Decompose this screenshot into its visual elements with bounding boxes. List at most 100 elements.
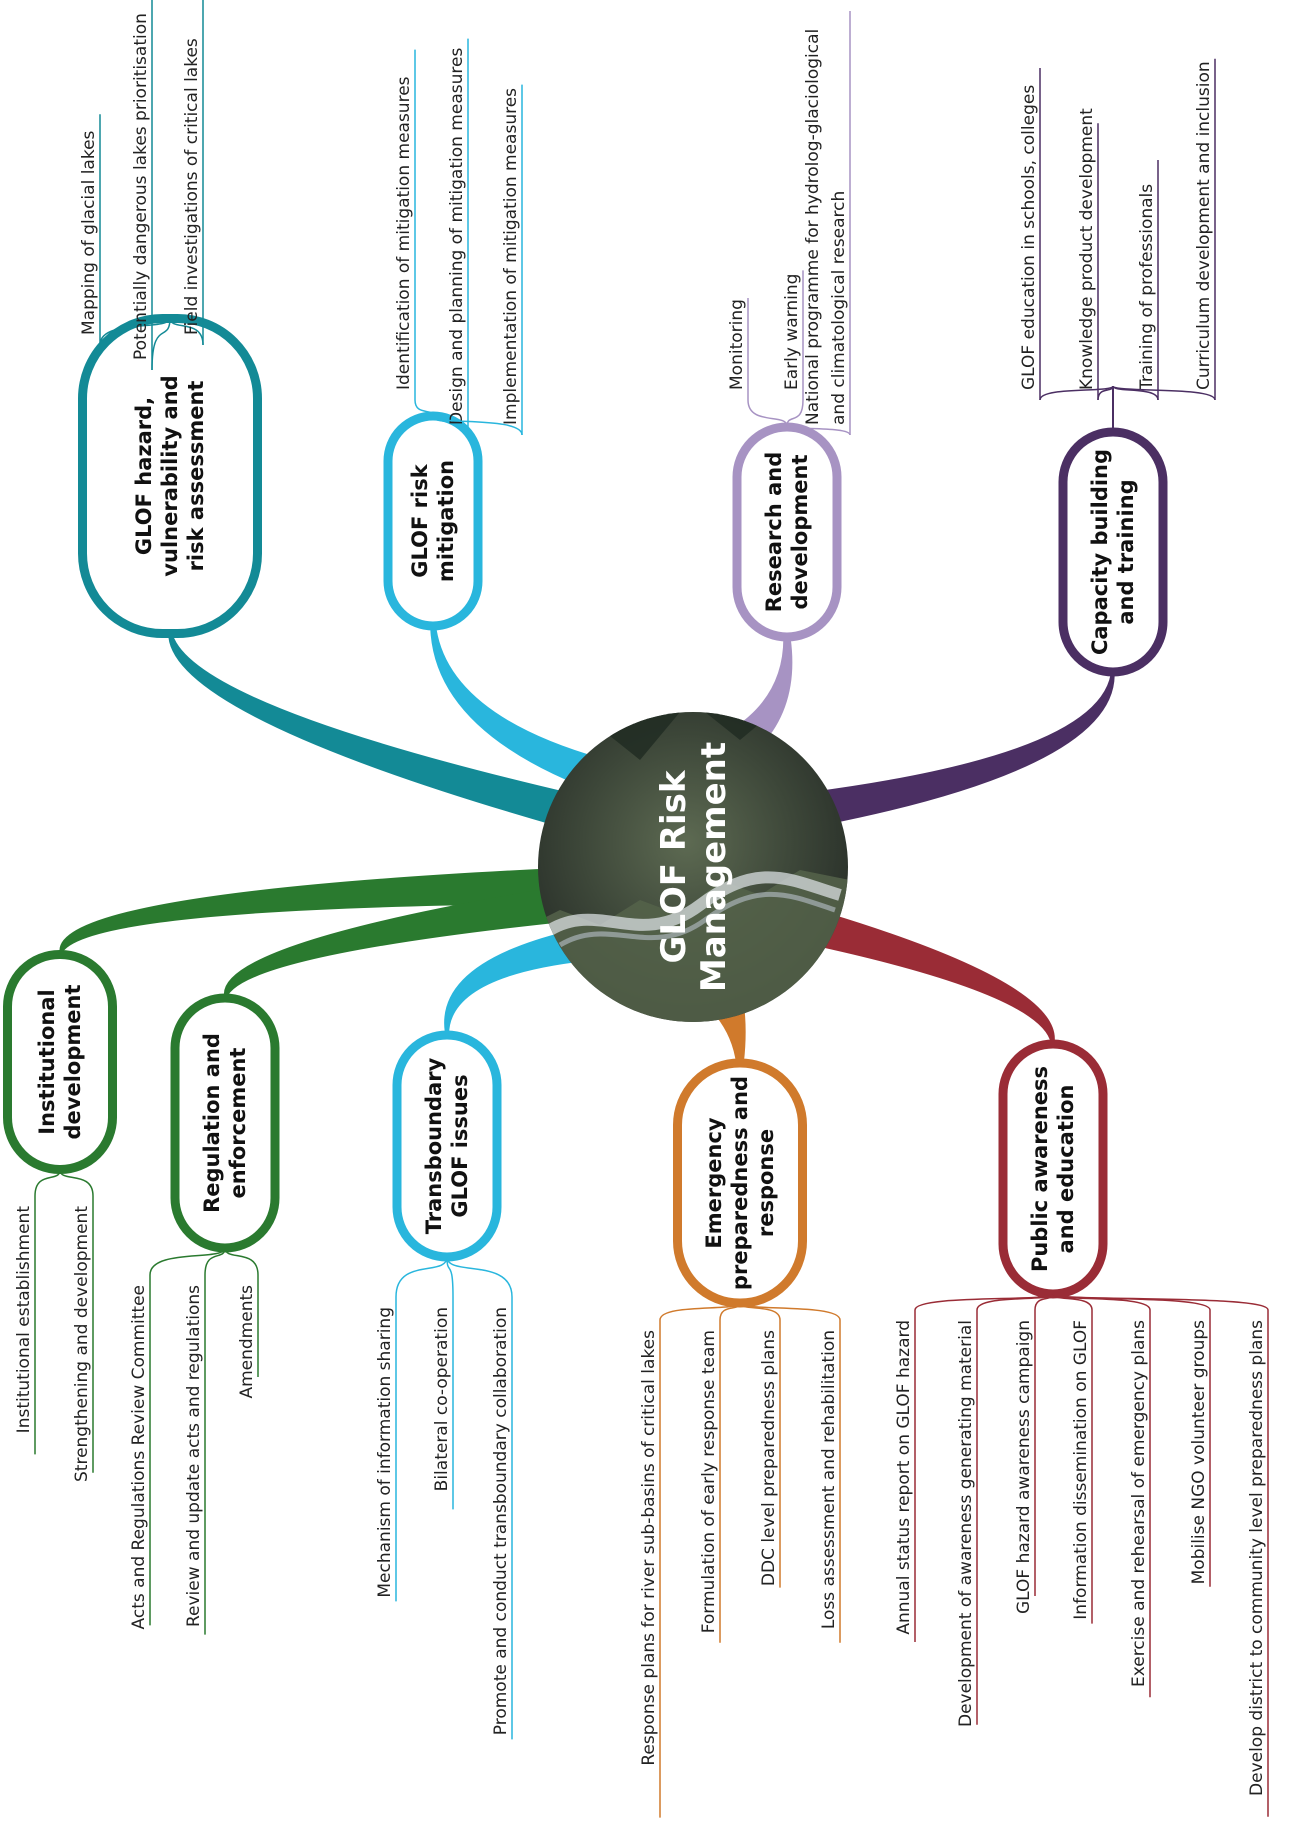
leaf-transboundary-0[interactable]: Mechanism of information sharing — [375, 1256, 448, 1602]
leaf-public-2-label: GLOF hazard awareness campaign — [1014, 1320, 1034, 1614]
branch-node-regulation[interactable]: Regulation andenforcement — [170, 993, 280, 1253]
leaf-emergency-1[interactable]: Formulation of early response team — [699, 1302, 741, 1643]
leaf-transboundary-1-connector — [446, 1256, 454, 1298]
branch-node-capacity-label: Capacity buildingand training — [1088, 449, 1138, 655]
leaf-emergency-0[interactable]: Response plans for river sub-basins of c… — [639, 1302, 741, 1818]
leaf-hazard-2-label-line: Field investigations of critical lakes — [182, 38, 202, 335]
branch-node-transboundary-label: TransboundaryGLOF issues — [422, 1057, 472, 1234]
leaf-emergency-0-connector — [659, 1302, 741, 1321]
leaf-public-5-label: Mobilise NGO volunteer groups — [1189, 1320, 1209, 1585]
branch-node-institutional[interactable]: Institutionaldevelopment — [3, 950, 117, 1174]
leaf-mitigation-1-label-line: Design and planning of mitigation measur… — [447, 48, 467, 425]
branch-node-hazard-label-line: risk assessment — [184, 381, 208, 572]
leaf-hazard-0-connector — [99, 317, 171, 346]
central-topic-title: GLOF RiskManagement — [654, 742, 734, 992]
leaf-mitigation-0[interactable]: Identification of mitigation measures — [394, 49, 434, 417]
leaf-public-0-connector — [914, 1293, 1054, 1311]
leaf-transboundary-2-label-line: Promote and conduct transboundary collab… — [491, 1307, 511, 1735]
leaf-regulation-2[interactable]: Amendments — [224, 1247, 259, 1399]
leaf-research-0[interactable]: Monitoring — [727, 298, 788, 427]
leaf-mitigation-1[interactable]: Design and planning of mitigation measur… — [432, 38, 469, 436]
leaf-hazard-2[interactable]: Field investigations of critical lakes — [169, 0, 204, 346]
branch-node-regulation-label-line: Regulation and — [200, 1033, 224, 1213]
leaf-emergency-1-connector — [719, 1302, 741, 1321]
leaf-public-2[interactable]: GLOF hazard awareness campaign — [1014, 1293, 1054, 1614]
leaf-institutional-1-label: Strengthening and development — [72, 1206, 92, 1482]
central-topic-title-line: Management — [694, 742, 734, 992]
leaf-capacity-3-label: Curriculum development and inclusion — [1194, 61, 1214, 390]
branch-node-capacity-frame — [1058, 427, 1168, 677]
central-topic: GLOF RiskManagement — [538, 712, 848, 1022]
leaf-regulation-0-connector — [149, 1247, 226, 1276]
branch-node-transboundary-label-line: GLOF issues — [448, 1074, 472, 1217]
leaf-capacity-1[interactable]: Knowledge product development — [1077, 108, 1114, 401]
leaf-research-2[interactable]: National programme for hydrolog-glaciolo… — [786, 11, 851, 436]
central-topic-title-line: GLOF Risk — [654, 769, 694, 963]
leaf-emergency-3-label-line: Loss assessment and rehabilitation — [819, 1330, 839, 1629]
leaf-public-0[interactable]: Annual status report on GLOF hazard — [894, 1293, 1054, 1642]
leaf-public-2-label-line: GLOF hazard awareness campaign — [1014, 1320, 1034, 1614]
leaf-research-1-label-line: Early warning — [782, 274, 802, 390]
leaf-hazard-1[interactable]: Potentially dangerous lakes prioritisati… — [131, 0, 171, 371]
leaf-transboundary-0-label-line: Mechanism of information sharing — [375, 1307, 395, 1598]
leaf-emergency-0-label-line: Response plans for river sub-basins of c… — [639, 1330, 659, 1766]
branch-node-emergency[interactable]: Emergencypreparedness andresponse — [673, 1058, 807, 1308]
leaf-regulation-0[interactable]: Acts and Regulations Review Committee — [129, 1247, 226, 1629]
branch-node-capacity-label-line: Capacity building — [1088, 449, 1112, 655]
leaf-institutional-0[interactable]: Institutional establishment — [14, 1169, 61, 1455]
leaf-transboundary-0-label: Mechanism of information sharing — [375, 1307, 395, 1598]
leaf-emergency-3[interactable]: Loss assessment and rehabilitation — [739, 1302, 841, 1643]
branch-node-capacity-label-line: and training — [1114, 479, 1138, 624]
branch-node-research-frame — [732, 422, 842, 642]
leaf-emergency-2[interactable]: DDC level preparedness plans — [739, 1302, 781, 1588]
leaf-regulation-0-label-line: Acts and Regulations Review Committee — [129, 1285, 149, 1629]
leaf-public-6[interactable]: Develop district to community level prep… — [1052, 1293, 1269, 1817]
leaf-regulation-1[interactable]: Review and update acts and regulations — [184, 1247, 226, 1635]
connector-hazard — [168, 629, 573, 827]
leaf-mitigation-2[interactable]: Implementation of mitigation measures — [432, 84, 523, 436]
branch-node-mitigation[interactable]: GLOF riskmitigation — [383, 411, 483, 631]
branch-node-hazard-label-line: GLOF hazard, — [132, 397, 156, 555]
leaf-capacity-2[interactable]: Training of professionals — [1112, 160, 1159, 401]
connector-regulation — [223, 887, 564, 1002]
connector-capacity — [812, 668, 1115, 825]
branch-node-research[interactable]: Research anddevelopment — [732, 422, 842, 642]
branch-connectors — [59, 318, 1115, 1170]
branch-node-hazard-label-line: vulnerability and — [158, 375, 182, 576]
leaf-capacity-2-label: Training of professionals — [1137, 184, 1157, 391]
leaf-hazard-0[interactable]: Mapping of glacial lakes — [79, 114, 171, 346]
leaf-research-1[interactable]: Early warning — [782, 270, 804, 427]
leaf-transboundary-1[interactable]: Bilateral co-operation — [432, 1256, 454, 1510]
leaf-transboundary-0-connector — [395, 1256, 448, 1298]
leaf-institutional-0-connector — [34, 1169, 61, 1197]
leaf-mitigation-2-label-line: Implementation of mitigation measures — [501, 88, 521, 425]
branch-node-hazard[interactable]: GLOF hazard,vulnerability andrisk assess… — [78, 314, 262, 638]
branch-node-capacity[interactable]: Capacity buildingand training — [1058, 427, 1168, 677]
leaf-regulation-1-label: Review and update acts and regulations — [184, 1285, 204, 1627]
leaf-capacity-0[interactable]: GLOF education in schools, colleges — [1019, 68, 1114, 401]
leaf-research-0-label: Monitoring — [727, 299, 747, 390]
leaf-institutional-1-connector — [59, 1169, 94, 1197]
leaf-public-3[interactable]: Information dissemination on GLOF — [1052, 1293, 1093, 1624]
leaf-regulation-2-connector — [224, 1247, 259, 1276]
leaf-regulation-2-label: Amendments — [237, 1285, 257, 1399]
leaf-emergency-1-label: Formulation of early response team — [699, 1330, 719, 1633]
branch-node-transboundary[interactable]: TransboundaryGLOF issues — [392, 1030, 502, 1262]
leaf-hazard-1-label: Potentially dangerous lakes prioritisati… — [131, 13, 151, 360]
leaf-transboundary-2-connector — [446, 1256, 513, 1298]
leaf-public-6-connector — [1052, 1293, 1269, 1311]
leaf-transboundary-2[interactable]: Promote and conduct transboundary collab… — [446, 1256, 513, 1740]
branch-node-regulation-frame — [170, 993, 280, 1253]
leaf-institutional-1-label-line: Strengthening and development — [72, 1206, 92, 1482]
branch-node-public[interactable]: Public awarenessand education — [998, 1039, 1108, 1299]
leaf-institutional-1[interactable]: Strengthening and development — [59, 1169, 94, 1482]
leaf-public-1[interactable]: Development of awareness generating mate… — [956, 1293, 1054, 1727]
leaf-capacity-3[interactable]: Curriculum development and inclusion — [1112, 58, 1216, 401]
leaf-research-0-label-line: Monitoring — [727, 299, 747, 390]
leaf-emergency-2-label: DDC level preparedness plans — [759, 1330, 779, 1586]
leaf-public-4[interactable]: Exercise and rehearsal of emergency plan… — [1052, 1293, 1151, 1698]
leaf-mitigation-2-label: Implementation of mitigation measures — [501, 88, 521, 425]
leaf-emergency-3-connector — [739, 1302, 841, 1321]
leaf-research-2-label-line: National programme for hydrolog-glaciolo… — [803, 29, 823, 425]
